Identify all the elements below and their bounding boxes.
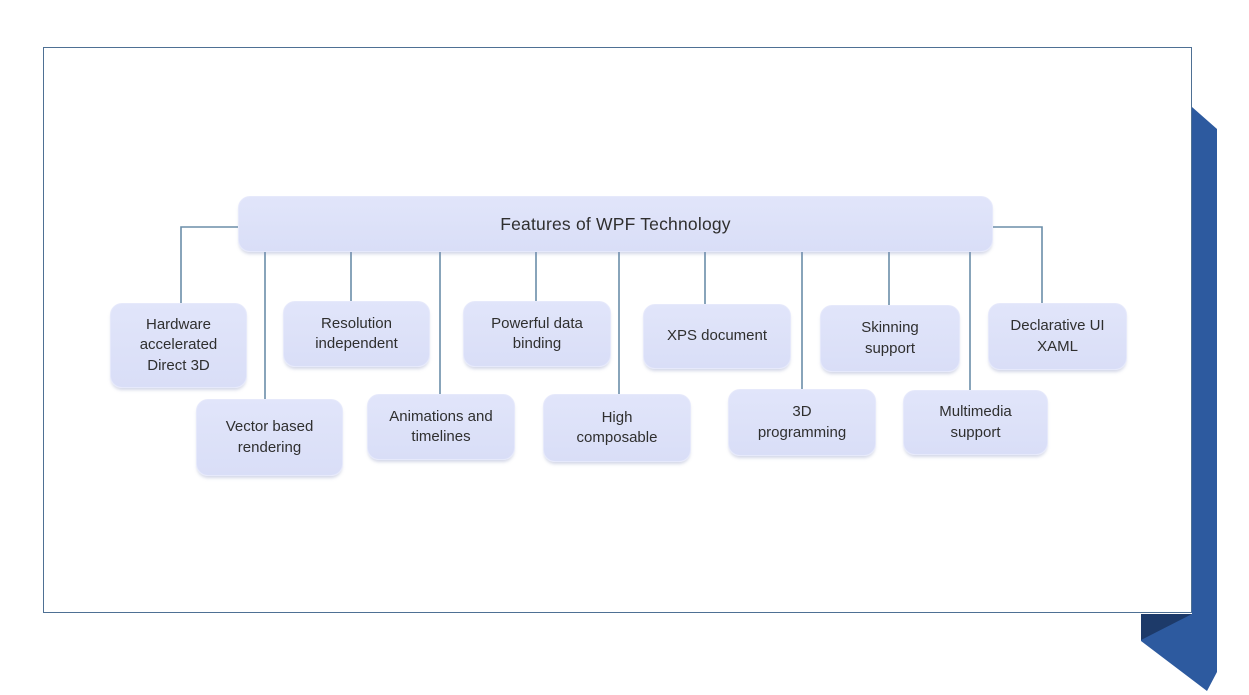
node-label: 3D programming <box>757 403 847 441</box>
node-label: Multimedia support <box>939 403 1012 441</box>
node-skinning-support: Skinning support <box>820 305 960 372</box>
node-label: Hardware accelerated Direct 3D <box>139 316 218 374</box>
node-label: Vector based rendering <box>225 418 314 456</box>
node-3d-programming: 3D programming <box>728 389 876 456</box>
ribbon-fold-shadow <box>1141 614 1192 640</box>
node-animations-and-timelines: Animations and timelines <box>367 394 515 460</box>
node-label: Declarative UI XAML <box>1010 317 1105 355</box>
node-label: Animations and timelines <box>389 407 493 445</box>
diagram-title: Features of WPF Technology <box>500 213 731 234</box>
node-label: Powerful data binding <box>491 314 583 352</box>
node-multimedia-support: Multimedia support <box>903 390 1048 455</box>
node-declarative-ui-xaml: Declarative UI XAML <box>988 303 1127 370</box>
node-label: High composable <box>576 408 658 446</box>
node-hardware-accelerated-direct-3d: Hardware accelerated Direct 3D <box>110 303 247 388</box>
diagram-root-title-box: Features of WPF Technology <box>238 196 993 252</box>
node-resolution-independent: Resolution independent <box>283 301 430 367</box>
node-xps-document: XPS document <box>643 304 791 369</box>
node-label: XPS document <box>666 327 768 345</box>
node-high-composable: High composable <box>543 394 691 462</box>
node-powerful-data-binding: Powerful data binding <box>463 301 611 367</box>
node-label: Resolution independent <box>315 314 398 352</box>
node-label: Skinning support <box>861 319 919 357</box>
node-vector-based-rendering: Vector based rendering <box>196 399 343 476</box>
